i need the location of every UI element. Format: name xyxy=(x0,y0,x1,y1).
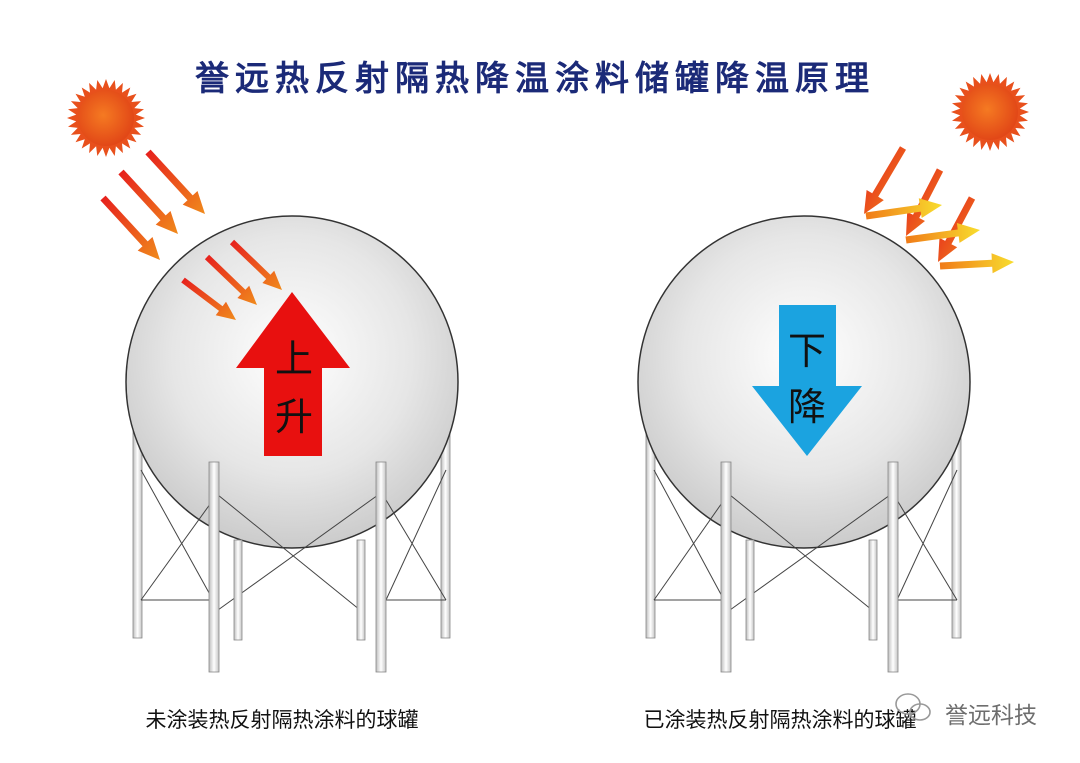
right-tank: 下 降 已涂装热反射隔热涂料的球罐 xyxy=(637,215,971,732)
sun-disc xyxy=(962,84,1018,140)
left-tank: 上 升 未涂装热反射隔热涂料的球罐 xyxy=(125,215,459,732)
reflected-ray-arrow-icon xyxy=(865,198,942,220)
tank-leg xyxy=(208,461,220,673)
heat-ray-arrows-left xyxy=(100,149,282,320)
tank-leg xyxy=(868,539,878,641)
heat-ray-arrow-icon xyxy=(118,169,178,234)
tank-leg xyxy=(440,429,451,639)
left-tank-caption: 未涂装热反射隔热涂料的球罐 xyxy=(146,708,419,732)
heat-ray-arrow-icon xyxy=(181,277,236,320)
wechat-icon xyxy=(895,693,931,721)
tank-leg xyxy=(951,429,962,639)
heat-ray-arrow-icon xyxy=(864,146,906,214)
rise-arrow-label-2: 升 xyxy=(275,395,313,439)
tank-leg xyxy=(720,461,732,673)
rise-arrow-icon xyxy=(236,292,350,456)
tank-leg xyxy=(375,461,387,673)
tank-leg xyxy=(233,539,243,641)
reflected-ray-arrow-icon xyxy=(939,253,1014,274)
diagram-title: 誉远热反射隔热降温涂料储罐降温原理 xyxy=(195,59,875,99)
reflected-ray-arrow-icon xyxy=(905,223,980,244)
right-tank-caption: 已涂装热反射隔热涂料的球罐 xyxy=(644,708,917,732)
heat-ray-arrow-icon xyxy=(204,254,257,305)
tank-leg xyxy=(745,539,755,641)
tank-bracing xyxy=(140,469,447,611)
fall-arrow-label-2: 降 xyxy=(788,385,826,429)
heat-ray-arrow-icon xyxy=(100,195,160,260)
reflected-ray-arrows-right xyxy=(865,198,1014,274)
tank-leg xyxy=(887,461,899,673)
tank-bracing xyxy=(653,469,958,611)
rise-arrow-label-1: 上 xyxy=(275,337,313,381)
heat-ray-arrow-icon xyxy=(229,239,282,290)
tank-leg xyxy=(132,429,143,639)
fall-arrow-icon xyxy=(752,305,862,456)
sun-icon-left xyxy=(67,79,145,157)
heat-ray-arrow-icon xyxy=(145,149,205,214)
tank-leg xyxy=(356,539,366,641)
watermark: 誉远科技 xyxy=(895,693,1037,729)
tank-leg xyxy=(645,429,656,639)
sun-disc xyxy=(78,90,134,146)
sun-icon-right xyxy=(951,73,1029,151)
heat-ray-arrow-icon xyxy=(938,196,976,262)
watermark-text: 誉远科技 xyxy=(945,703,1037,729)
fall-arrow-label-1: 下 xyxy=(788,329,826,373)
